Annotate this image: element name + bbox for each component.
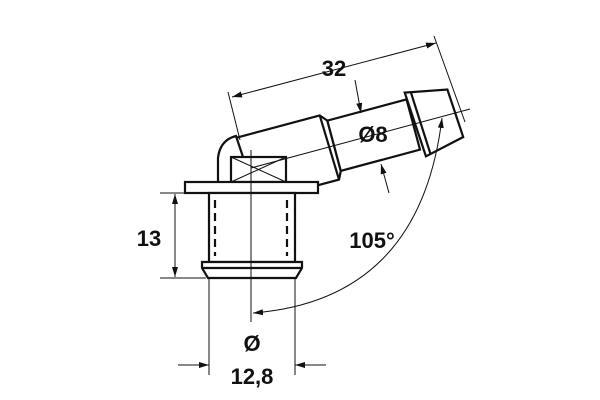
length-label: 32 xyxy=(322,56,346,81)
height-label: 13 xyxy=(137,226,161,251)
length-dimension xyxy=(227,35,466,141)
angle-arc xyxy=(252,117,444,316)
thread-diameter-label: 12,8 xyxy=(231,364,274,389)
chamfer-ring xyxy=(200,260,304,280)
threaded-body xyxy=(207,191,297,264)
thread-diameter-dimension xyxy=(178,278,326,375)
height-dimension xyxy=(160,192,206,279)
thread-diameter-symbol: Ø xyxy=(243,331,260,356)
hose-diameter-label: Ø8 xyxy=(358,122,387,147)
angle-label: 105° xyxy=(349,228,395,253)
